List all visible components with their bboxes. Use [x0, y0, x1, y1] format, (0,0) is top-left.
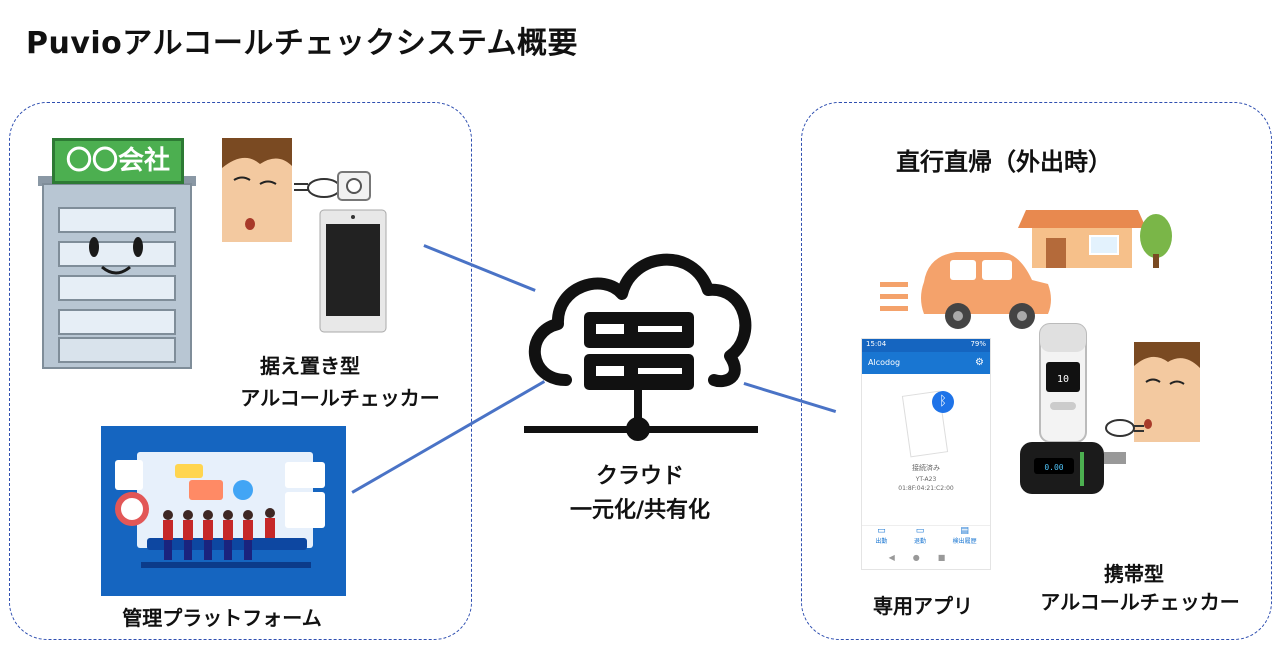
- portable-checker-label-2: アルコールチェッカー: [1040, 590, 1240, 614]
- server-icon: [584, 312, 694, 390]
- car-icon: ▭: [915, 526, 925, 536]
- portable-checker-2-icon: 0.00: [1020, 442, 1126, 494]
- nav-clock-in-label: 出勤: [875, 538, 888, 545]
- settings-icon: ⚙: [975, 357, 984, 368]
- portable-reading: 10: [1057, 374, 1069, 385]
- checker-tablet-icon: [319, 209, 387, 333]
- person-face-icon: [1134, 342, 1200, 442]
- app-label: 専用アプリ: [873, 594, 973, 618]
- status-battery: 79%: [970, 340, 986, 348]
- nav-clock-out-label: 退勤: [913, 538, 926, 545]
- person-face-icon: [222, 138, 292, 242]
- car-icon: ▭: [877, 526, 886, 536]
- portable-reading-2: 0.00: [1044, 463, 1063, 472]
- office-panel: [9, 102, 472, 640]
- tree-icon: [1140, 214, 1172, 268]
- cloud-label-2: 一元化/共有化: [569, 498, 711, 523]
- device-id: YT-A23: [915, 476, 937, 483]
- mobile-app-screenshot: 15:04 79% Alcodog ⚙ ᛒ 接続済み YT-A23 01:8F:…: [861, 338, 991, 570]
- stationary-checker-label-1: 据え置き型: [260, 354, 360, 378]
- field-panel: [801, 102, 1272, 640]
- nav-history-label: 検出履歴: [952, 538, 977, 545]
- connection-status: 接続済み: [912, 464, 940, 472]
- building-sign: 〇〇会社: [52, 138, 184, 184]
- nav-clock-in[interactable]: ▭ 出勤: [875, 526, 887, 550]
- checker-head-icon: [337, 171, 371, 201]
- clipboard-icon: ▤: [960, 526, 969, 536]
- stationary-checker-illustration: [222, 138, 387, 333]
- nav-clock-out[interactable]: ▭ 退勤: [914, 526, 926, 550]
- status-time: 15:04: [866, 340, 887, 348]
- house-icon: [1018, 210, 1146, 268]
- mac-address: 01:8F:04:21:C2:00: [898, 485, 954, 492]
- cloud-server-icon: [524, 253, 758, 441]
- android-nav-icons: ◀●■: [888, 553, 964, 562]
- portable-checker-icon: 10: [1039, 323, 1087, 443]
- platform-label: 管理プラットフォーム: [122, 606, 322, 630]
- portable-checker-illustration: 10 0.00: [1020, 323, 1200, 494]
- nav-history[interactable]: ▤ 検出履歴: [953, 526, 977, 550]
- bottom-nav: ▭ 出勤 ▭ 退勤 ▤ 検出履歴: [862, 525, 990, 550]
- management-dashboard-illustration: [101, 426, 346, 596]
- portable-checker-label-1: 携帯型: [1104, 562, 1164, 586]
- cloud-label-1: クラウド: [595, 464, 684, 489]
- breath-icon: [294, 178, 341, 198]
- office-building-icon: [42, 183, 192, 369]
- field-heading: 直行直帰（外出時）: [896, 148, 1112, 176]
- bluetooth-icon: ᛒ: [932, 391, 954, 413]
- commute-illustration: [880, 210, 1172, 329]
- app-name: Alcodog: [868, 358, 901, 367]
- page-title: Puvioアルコールチェックシステム概要: [26, 26, 578, 61]
- breath-icon: [1105, 419, 1144, 437]
- stationary-checker-label-2: アルコールチェッカー: [240, 386, 440, 410]
- car-icon: [880, 252, 1051, 329]
- people-group-icon: [141, 508, 311, 568]
- building-face: [89, 237, 143, 275]
